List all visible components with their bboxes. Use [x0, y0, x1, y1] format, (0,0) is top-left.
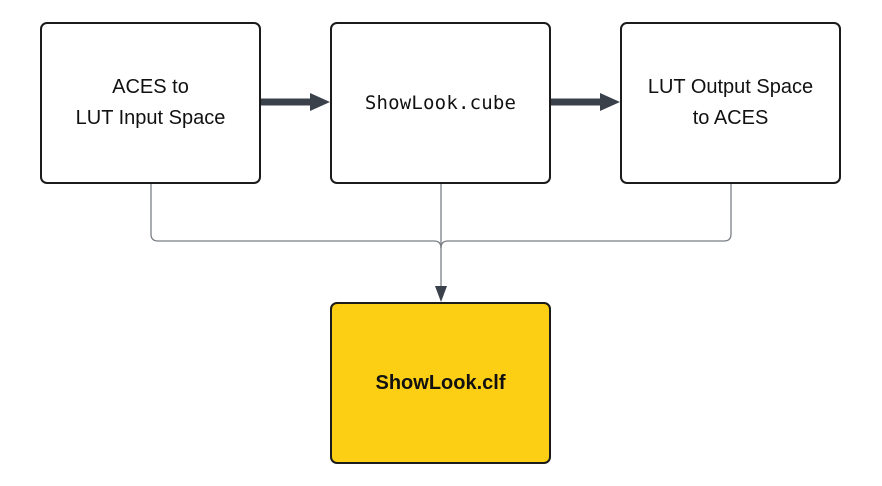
connector-input-to-result [150, 184, 442, 249]
node-showlook-cube[interactable]: ShowLook.cube [330, 22, 551, 184]
flow-arrow-cube-to-output [551, 93, 620, 111]
node-showlook-clf[interactable]: ShowLook.clf [330, 302, 551, 464]
node-label: LUT Output Space to ACES [647, 76, 814, 129]
merge-arrowhead [435, 286, 447, 302]
node-label: ACES to LUT Input Space [75, 76, 226, 129]
node-label: ShowLook.cube [364, 91, 517, 114]
connector-output-to-result [440, 184, 732, 249]
flow-arrow-input-to-cube [261, 93, 330, 111]
node-label: ShowLook.clf [375, 371, 506, 394]
node-lut-output-space-to-aces[interactable]: LUT Output Space to ACES [620, 22, 841, 184]
node-aces-to-lut-input-space[interactable]: ACES to LUT Input Space [40, 22, 261, 184]
